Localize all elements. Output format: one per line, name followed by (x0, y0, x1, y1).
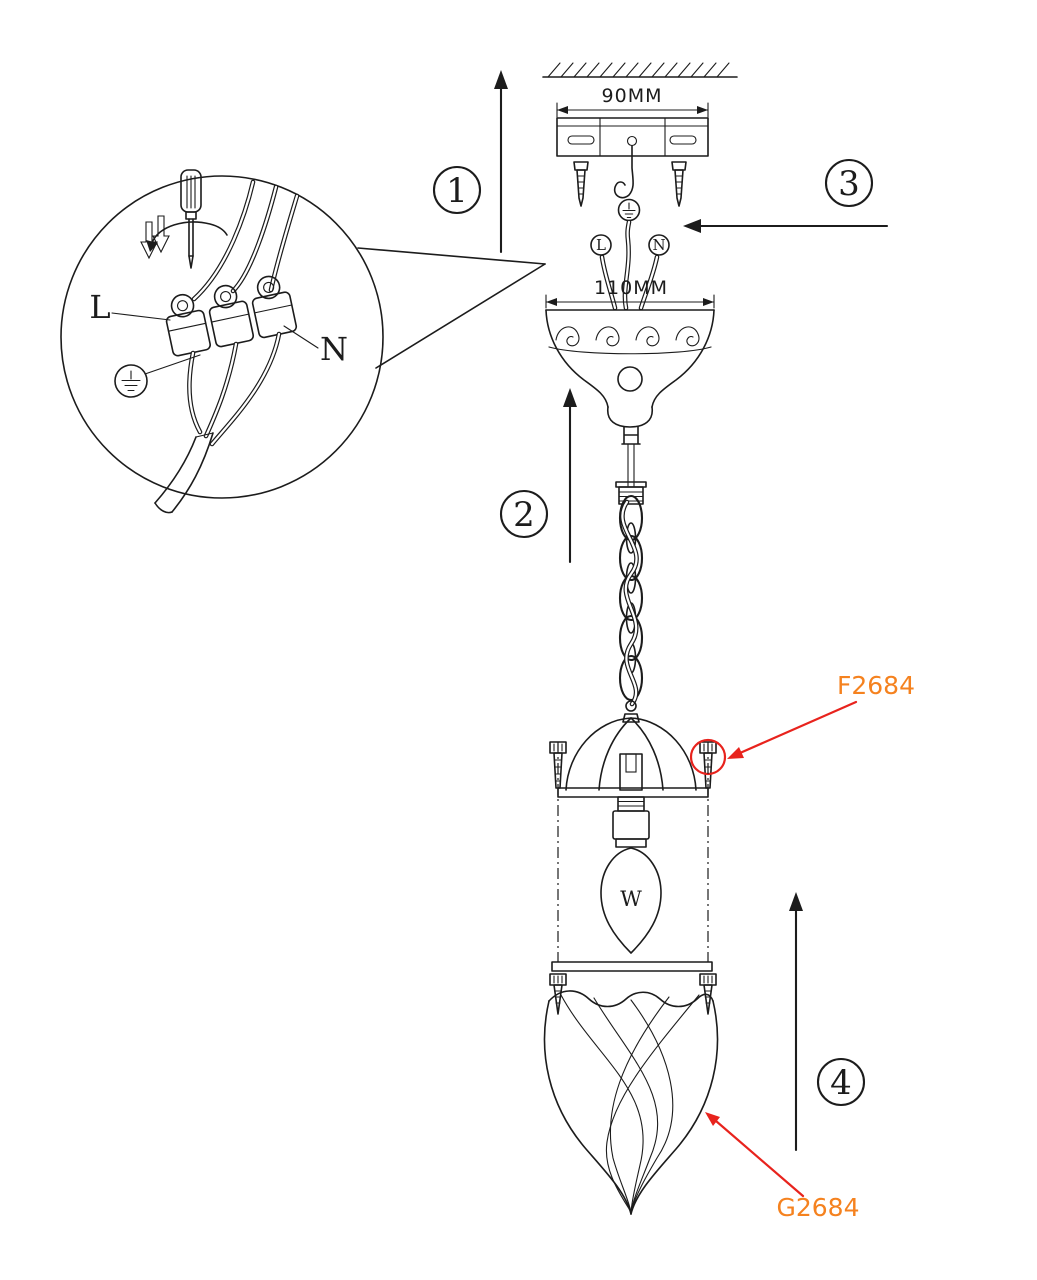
part-label-g2684: G2684 (777, 1193, 860, 1222)
supply-wires (599, 219, 660, 311)
step-2-number: 2 (513, 495, 535, 535)
terminal-live (165, 293, 211, 357)
bracket-width-label: 90MM (602, 85, 663, 107)
dimension-110mm: 110MM (545, 277, 715, 309)
ceiling-hatch (542, 62, 738, 78)
glass-shade (543, 990, 719, 1215)
live-letter: L (596, 236, 606, 254)
mounting-screw-right (671, 161, 687, 207)
candle-bulb: W (600, 847, 662, 954)
supply-cable (154, 432, 214, 514)
step-3-number: 3 (838, 164, 860, 204)
arrow-to-f2684 (727, 700, 858, 759)
wire-label-live: L (590, 234, 612, 256)
dimension-90mm: 90MM (556, 85, 709, 118)
terminal-earth (208, 284, 255, 348)
step-3-arrow (683, 219, 889, 233)
detail-label-live: L (89, 288, 110, 326)
canopy-width-label: 110MM (594, 277, 668, 299)
arrow-to-g2684 (705, 1112, 805, 1198)
step-4-number: 4 (830, 1063, 852, 1103)
suspension-cord (627, 443, 635, 487)
bottom-rim (551, 961, 713, 972)
leader-live (111, 312, 171, 321)
mounting-screw-left (573, 161, 589, 207)
step-4-arrow (789, 892, 803, 1152)
earth-symbol-circled (617, 198, 641, 222)
step-2-arrow (563, 388, 577, 564)
detail-circle (60, 175, 384, 499)
leader-neutral (283, 325, 319, 349)
part-label-f2684: F2684 (837, 671, 915, 700)
wire-label-neutral: N (648, 234, 670, 256)
shade-screw-right (699, 973, 717, 1015)
step-1-badge: 1 (432, 165, 482, 215)
screwdriver (180, 169, 202, 269)
detail-incoming-wires (191, 179, 300, 302)
push-down-arrows (140, 215, 170, 260)
detail-outgoing-wires (187, 331, 282, 447)
shade-screw-left (549, 973, 567, 1015)
step-1-number: 1 (446, 171, 468, 211)
canopy (545, 309, 715, 445)
detail-earth-symbol-circled (114, 354, 201, 398)
step-4-badge: 4 (816, 1057, 866, 1107)
step-2-badge: 2 (499, 489, 549, 539)
step-3-badge: 3 (824, 158, 874, 208)
ceiling-hook (613, 145, 634, 199)
detail-label-neutral: N (320, 330, 348, 368)
bulb-wattage-label: W (620, 887, 642, 911)
lamp-socket (612, 796, 650, 848)
step-1-arrow (494, 70, 508, 254)
detail-pointer (357, 247, 546, 369)
rotation-arrow (146, 221, 228, 252)
lamp-crown (557, 713, 709, 798)
chain (618, 494, 644, 712)
neutral-letter: N (652, 236, 665, 254)
threaded-connector (615, 481, 647, 505)
canopy-ornament (555, 326, 700, 347)
